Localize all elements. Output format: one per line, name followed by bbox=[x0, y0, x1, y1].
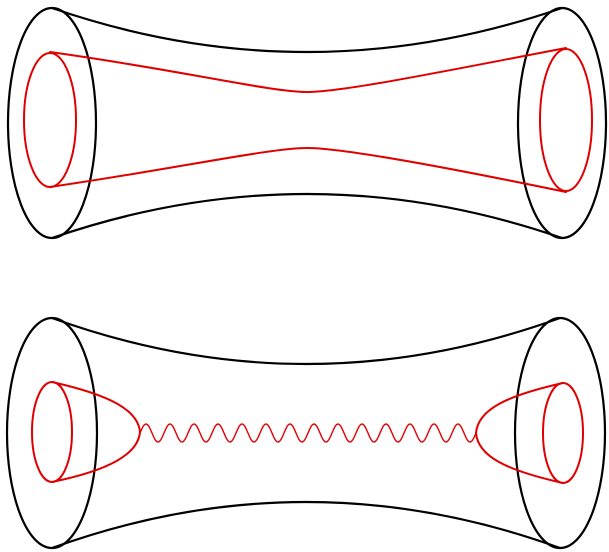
bottom-right-mouth bbox=[515, 318, 605, 548]
top-inner-throat bbox=[24, 48, 592, 192]
bottom-wavy-string bbox=[140, 424, 476, 442]
bottom-left-mouth bbox=[7, 318, 97, 548]
top-left-mouth bbox=[8, 8, 96, 238]
bottom-panel bbox=[7, 318, 605, 548]
top-left-inner-ring bbox=[24, 53, 76, 187]
top-throat-lower bbox=[50, 148, 566, 192]
bottom-outer-tube bbox=[7, 318, 605, 548]
top-outer-tube bbox=[8, 8, 606, 238]
bottom-left-inner-ring bbox=[32, 382, 72, 482]
bottom-lower-wall bbox=[52, 502, 560, 548]
bottom-inner-string bbox=[32, 382, 583, 483]
bottom-upper-wall bbox=[52, 318, 560, 364]
top-panel bbox=[8, 8, 606, 238]
bottom-right-inner-ring bbox=[543, 383, 583, 483]
top-upper-wall bbox=[52, 8, 562, 52]
bottom-right-cone bbox=[476, 383, 563, 483]
top-right-inner-ring bbox=[540, 49, 592, 191]
top-throat-upper bbox=[50, 48, 566, 92]
top-lower-wall bbox=[52, 194, 562, 238]
